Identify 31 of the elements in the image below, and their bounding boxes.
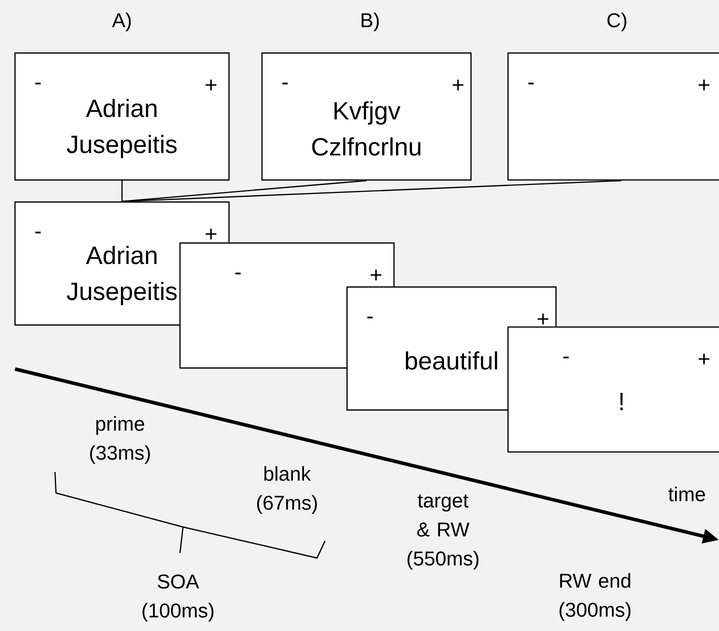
connector-line (121, 180, 123, 202)
timing-label: prime (33ms) (90, 416, 150, 464)
panel-label: B) (362, 12, 379, 32)
plus-sign: + (538, 314, 548, 324)
timing-label: time (668, 486, 705, 502)
connector-line (122, 180, 367, 202)
stimulus-text: Adrian Jusepeitis (66, 98, 177, 158)
panel-label: A) (112, 12, 131, 32)
timing-label: blank (67ms) (257, 466, 317, 514)
plus-sign: + (452, 80, 464, 90)
timing-label: RW end (300ms) (560, 573, 630, 621)
stimulus-text: Kvfjgv Czlfncrlnu (312, 101, 420, 156)
stimulus-text: beautiful (406, 351, 498, 370)
minus-sign: - (35, 82, 41, 84)
stimulus-text: ! (620, 392, 623, 410)
plus-sign: + (206, 228, 216, 240)
plus-sign: + (698, 80, 710, 90)
timing-label: target & RW (550ms) (408, 494, 478, 570)
plus-sign: + (370, 270, 382, 280)
minus-sign: - (528, 82, 534, 84)
minus-sign: - (35, 232, 41, 234)
minus-sign: - (367, 316, 373, 318)
panel-label: C) (607, 12, 626, 32)
stimulus-text: Adrian Jusepeitis (66, 246, 177, 306)
timing-label: SOA (100ms) (142, 574, 214, 622)
minus-sign: - (282, 82, 288, 84)
minus-sign: - (563, 356, 569, 358)
connector-line (122, 180, 622, 202)
minus-sign: - (235, 272, 241, 274)
plus-sign: + (206, 80, 216, 90)
plus-sign: + (698, 354, 710, 364)
